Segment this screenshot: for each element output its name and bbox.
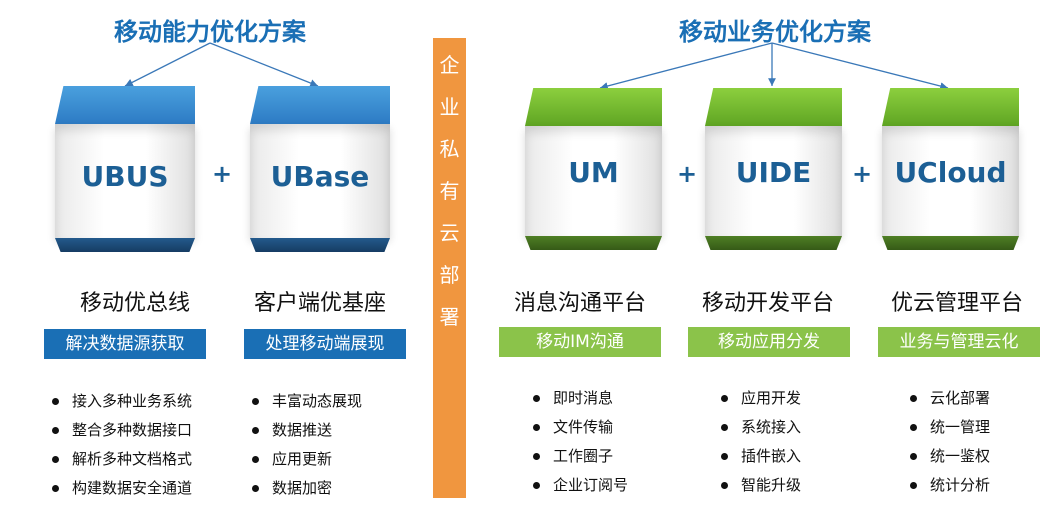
tag-ubase: 处理移动端展现 xyxy=(244,329,406,359)
box-label: UBUS xyxy=(81,160,169,193)
vbar-char: 部 xyxy=(439,263,460,287)
bullets-um: 即时消息 文件传输 工作圈子 企业订阅号 xyxy=(533,384,628,500)
vbar-char: 私 xyxy=(439,137,460,161)
bullets-uide: 应用开发 系统接入 插件嵌入 智能升级 xyxy=(721,384,801,500)
product-box-ubase: UBase xyxy=(250,86,390,252)
product-name-ubase: 客户端优基座 xyxy=(253,291,386,316)
box-front xyxy=(882,126,1019,236)
arrow-to-ucloud xyxy=(771,42,949,90)
box-front xyxy=(525,126,662,236)
vbar-char: 业 xyxy=(439,95,460,119)
arrow-to-ubase xyxy=(209,42,319,87)
product-name-um: 消息沟通平台 xyxy=(513,291,646,316)
list-item: 智能升级 xyxy=(721,471,801,500)
box-label: UM xyxy=(568,156,619,189)
list-item: 数据推送 xyxy=(252,416,362,445)
box-base xyxy=(705,236,842,250)
plus-sign: + xyxy=(211,160,233,188)
list-item: 统计分析 xyxy=(910,471,990,500)
tag-ubus: 解决数据源获取 xyxy=(44,329,206,359)
list-item: 统一鉴权 xyxy=(910,442,990,471)
tag-ucloud: 业务与管理云化 xyxy=(878,327,1040,357)
list-item: 解析多种文档格式 xyxy=(52,445,192,474)
bullets-ubus: 接入多种业务系统 整合多种数据接口 解析多种文档格式 构建数据安全通道 xyxy=(52,387,192,503)
box-label: UBase xyxy=(270,160,370,193)
bullets-ubase: 丰富动态展现 数据推送 应用更新 数据加密 xyxy=(252,387,362,503)
arrow-to-um xyxy=(599,42,773,90)
product-box-uide: UIDE xyxy=(705,88,842,250)
tag-uide: 移动应用分发 xyxy=(688,327,850,357)
vbar-char: 有 xyxy=(439,179,460,203)
product-name-ucloud: 优云管理平台 xyxy=(890,291,1023,316)
bullets-ucloud: 云化部署 统一管理 统一鉴权 统计分析 xyxy=(910,384,990,500)
vbar-char: 云 xyxy=(439,221,460,245)
box-base xyxy=(525,236,662,250)
list-item: 插件嵌入 xyxy=(721,442,801,471)
product-name-uide: 移动开发平台 xyxy=(701,291,834,316)
product-name-ubus: 移动优总线 xyxy=(79,291,190,316)
list-item: 云化部署 xyxy=(910,384,990,413)
list-item: 数据加密 xyxy=(252,474,362,503)
box-base xyxy=(55,238,195,252)
box-front xyxy=(705,126,842,236)
list-item: 应用开发 xyxy=(721,384,801,413)
vbar-char: 署 xyxy=(439,305,460,329)
private-cloud-deployment-bar: 企 业 私 有 云 部 署 xyxy=(433,38,466,498)
box-front xyxy=(250,124,390,238)
list-item: 工作圈子 xyxy=(533,442,628,471)
list-item: 系统接入 xyxy=(721,413,801,442)
list-item: 应用更新 xyxy=(252,445,362,474)
connector-arrows xyxy=(124,42,949,90)
box-top xyxy=(55,86,195,124)
box-top xyxy=(525,88,662,126)
list-item: 构建数据安全通道 xyxy=(52,474,192,503)
list-item: 文件传输 xyxy=(533,413,628,442)
right-section-title: 移动业务优化方案 xyxy=(679,18,871,46)
list-item: 丰富动态展现 xyxy=(252,387,362,416)
box-front xyxy=(55,124,195,238)
plus-sign: + xyxy=(676,160,698,188)
box-base xyxy=(250,238,390,252)
arrow-to-ubus xyxy=(124,42,211,87)
vbar-char: 企 xyxy=(439,53,460,77)
box-top xyxy=(882,88,1019,126)
list-item: 接入多种业务系统 xyxy=(52,387,192,416)
list-item: 统一管理 xyxy=(910,413,990,442)
box-base xyxy=(882,236,1019,250)
plus-sign: + xyxy=(851,160,873,188)
list-item: 整合多种数据接口 xyxy=(52,416,192,445)
box-label: UCloud xyxy=(894,156,1007,189)
box-top xyxy=(250,86,390,124)
box-top xyxy=(705,88,842,126)
box-label: UIDE xyxy=(735,156,812,189)
left-section-title: 移动能力优化方案 xyxy=(114,18,306,46)
tag-um: 移动IM沟通 xyxy=(499,327,661,357)
product-box-ucloud: UCloud xyxy=(882,88,1019,250)
product-box-um: UM xyxy=(525,88,662,250)
list-item: 企业订阅号 xyxy=(533,471,628,500)
product-box-ubus: UBUS xyxy=(55,86,195,252)
list-item: 即时消息 xyxy=(533,384,628,413)
